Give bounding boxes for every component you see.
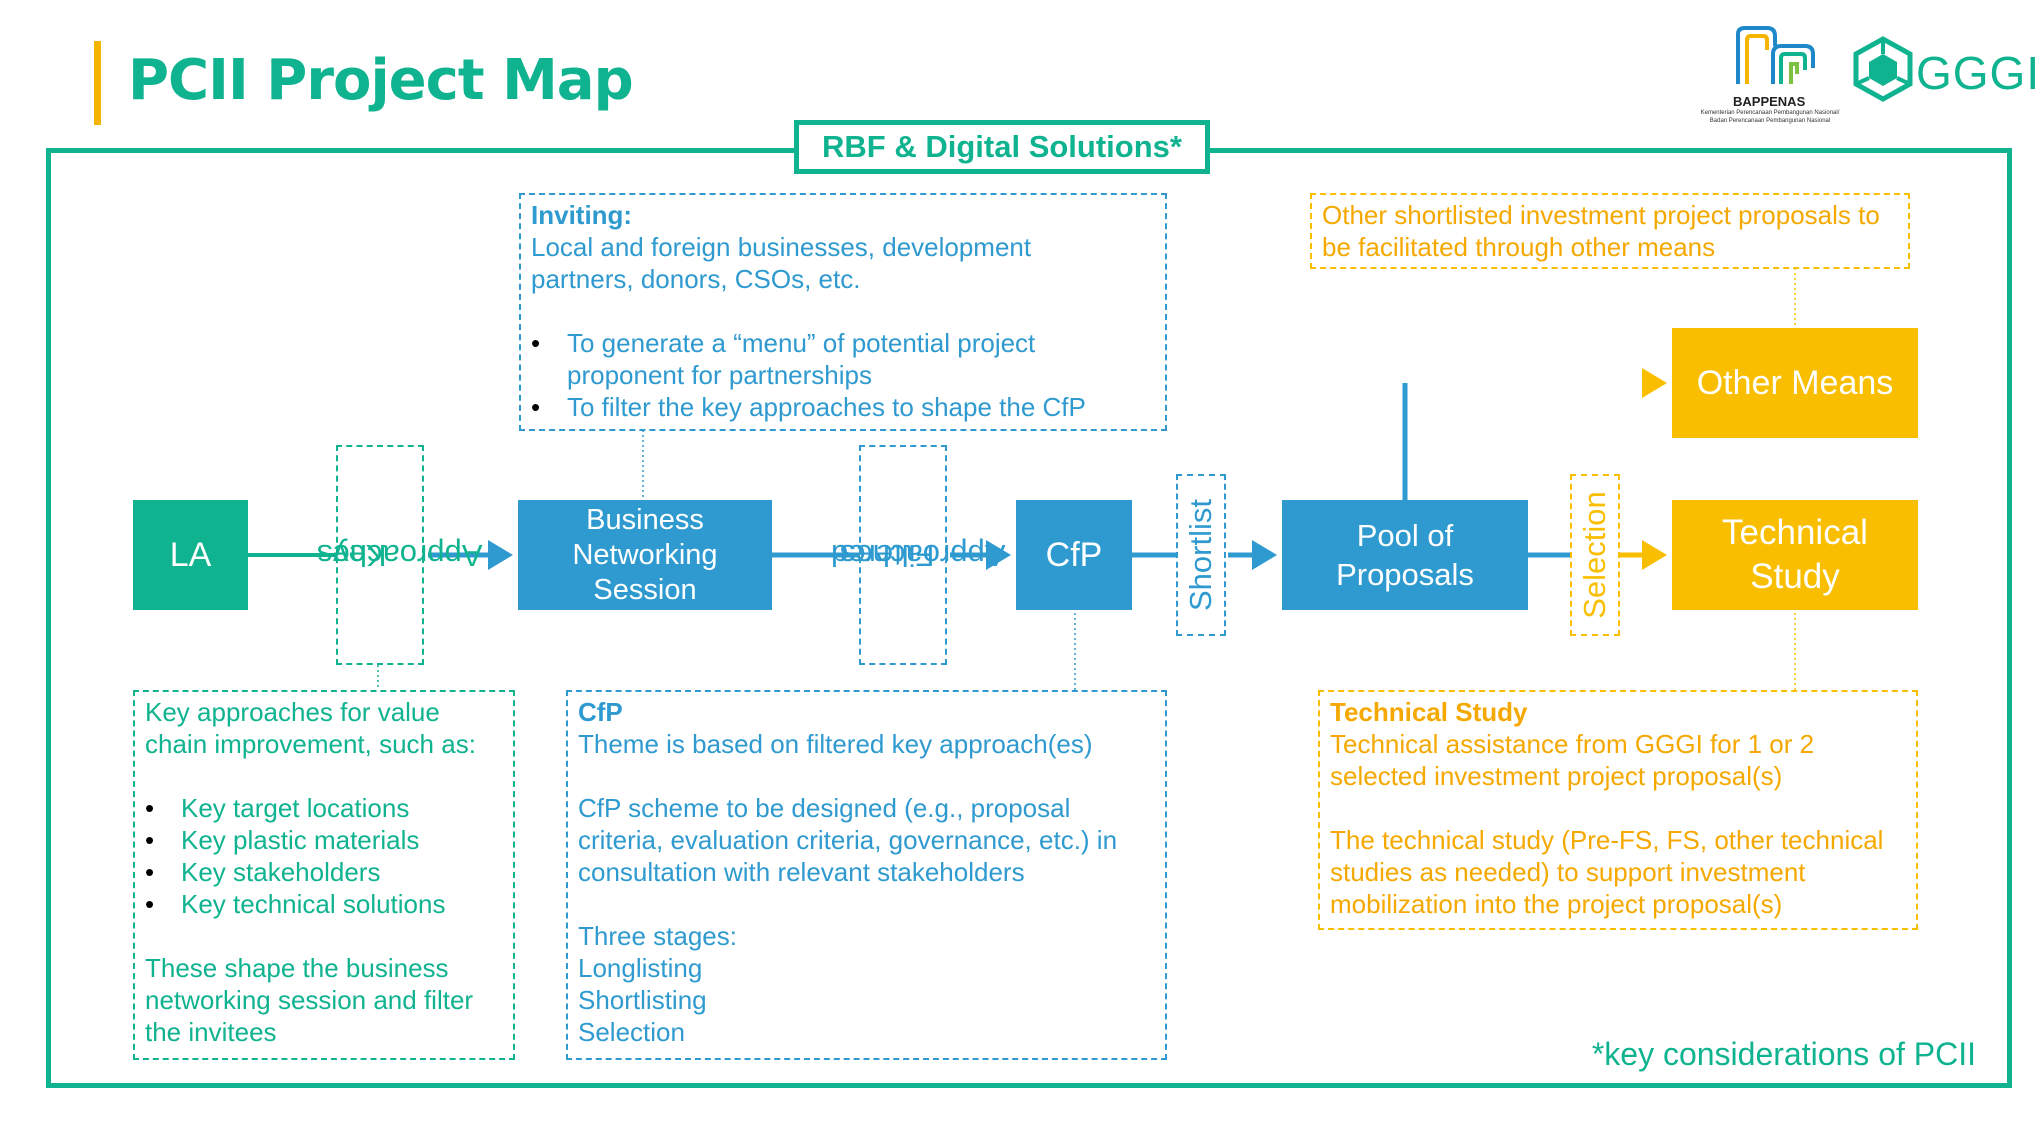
ts-box-line1: Technical assistance from GGGI for 1 or … (1330, 729, 1815, 759)
cfp-box-stage: Longlisting (578, 953, 703, 983)
key-box-closing1: These shape the business (145, 953, 449, 983)
inviting-bullet1: To generate a “menu” of potential projec… (531, 327, 1155, 391)
other-means-box: Other shortlisted investment project pro… (1310, 193, 1910, 269)
label-shortlist-text: Shortlist (1183, 499, 1219, 611)
key-box-line2: chain improvement, such as: (145, 729, 476, 759)
cfp-box-heading: CfP (578, 697, 623, 727)
node-technical-study: Technical Study (1672, 500, 1918, 610)
node-pool-of-proposals: Pool of Proposals (1282, 500, 1528, 610)
cfp-box-scheme2: criteria, evaluation criteria, governanc… (578, 825, 1118, 855)
label-selection: Selection (1570, 474, 1620, 636)
gggi-logo: GGGI (1852, 36, 2039, 102)
title-accent-bar (94, 41, 101, 125)
cfp-box-stage: Shortlisting (578, 985, 707, 1015)
bappenas-subtitle-1: Kementerian Perencanaan Pembangunan Nasi… (1700, 110, 1840, 116)
label-shortlist: Shortlist (1176, 474, 1226, 636)
inviting-box: Inviting: Local and foreign businesses, … (519, 193, 1167, 431)
label-filtered-line2: Approaches (840, 538, 1006, 573)
node-ts-line1: Technical (1722, 513, 1868, 552)
key-box-bullet: Key target locations (145, 792, 503, 824)
node-bns-line2: Networking (572, 538, 718, 571)
gggi-emblem-icon (1853, 36, 1913, 102)
ts-box-line5: mobilization into the project proposal(s… (1330, 889, 1783, 919)
node-la-label: LA (169, 535, 212, 574)
ts-box-line4: studies as needed) to support investment (1330, 857, 1806, 887)
ts-box-line2: selected investment project proposal(s) (1330, 761, 1783, 791)
cfp-box-scheme1: CfP scheme to be designed (e.g., proposa… (578, 793, 1071, 823)
ts-box-line3: The technical study (Pre-FS, FS, other t… (1330, 825, 1884, 855)
ts-box-heading: Technical Study (1330, 697, 1528, 727)
cfp-box: CfP Theme is based on filtered key appro… (566, 690, 1167, 1060)
key-box-bullet: Key technical solutions (145, 888, 503, 920)
inviting-bullet2: To filter the key approaches to shape th… (531, 391, 1155, 423)
technical-study-box: Technical Study Technical assistance fro… (1318, 690, 1918, 930)
other-box-line2: be facilitated through other means (1322, 232, 1716, 262)
cfp-box-scheme3: consultation with relevant stakeholders (578, 857, 1025, 887)
other-box-line1: Other shortlisted investment project pro… (1322, 200, 1880, 230)
bappenas-logo: BAPPENAS Kementerian Perencanaan Pembang… (1695, 24, 1845, 130)
key-box-closing2: networking session and filter (145, 985, 474, 1015)
key-box-bullet: Key stakeholders (145, 856, 503, 888)
inviting-line1: Local and foreign businesses, developmen… (531, 232, 1032, 262)
key-box-bullet: Key plastic materials (145, 824, 503, 856)
label-selection-text: Selection (1577, 491, 1612, 619)
label-key-approaches-line2: Approaches (317, 538, 483, 573)
node-cfp-label: CfP (1045, 535, 1103, 574)
node-business-networking-session: Business Networking Session (518, 500, 772, 610)
cfp-box-stages-heading: Three stages: (578, 921, 737, 951)
node-other-means-label: Other Means (1696, 363, 1894, 402)
footnote: *key considerations of PCII (1591, 1036, 1976, 1072)
rbf-digital-badge: RBF & Digital Solutions* (794, 120, 1210, 174)
node-bns-line1: Business (586, 503, 704, 536)
bappenas-emblem-icon (1736, 26, 1815, 84)
bappenas-name: BAPPENAS (1733, 94, 1806, 109)
cfp-box-theme: Theme is based on filtered key approach(… (578, 729, 1093, 759)
gggi-wordmark: GGGI (1916, 47, 2041, 99)
node-cfp: CfP (1016, 500, 1132, 610)
bappenas-subtitle-2: Badan Perencanaan Pembangunan Nasional (1709, 118, 1831, 124)
key-box-line1: Key approaches for value (145, 697, 440, 727)
node-other-means: Other Means (1672, 328, 1918, 438)
page-title: PCII Project Map (128, 48, 634, 113)
cfp-box-stage: Selection (578, 1017, 685, 1047)
inviting-heading: Inviting: (531, 200, 633, 230)
node-pool-line2: Proposals (1336, 557, 1474, 592)
node-bns-line3: Session (593, 573, 697, 606)
key-approaches-box: Key approaches for value chain improveme… (133, 690, 515, 1060)
node-la: LA (133, 500, 248, 610)
node-pool-line1: Pool of (1356, 518, 1454, 553)
key-box-closing3: the invitees (145, 1017, 277, 1047)
inviting-line2: partners, donors, CSOs, etc. (531, 264, 861, 294)
node-ts-line2: Study (1750, 557, 1840, 596)
